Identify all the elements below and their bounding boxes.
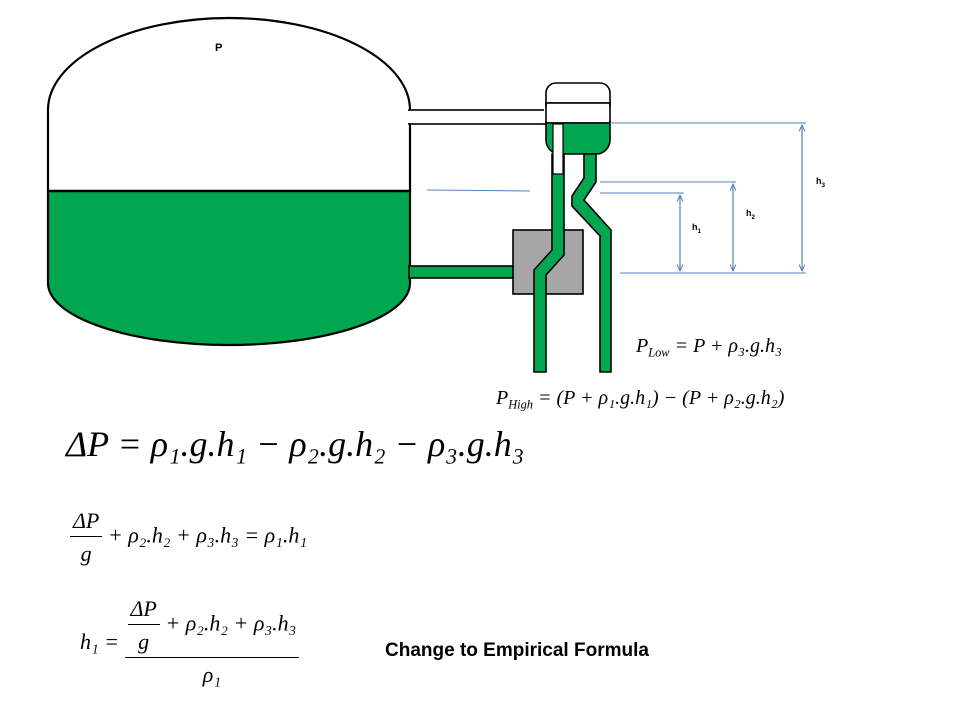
seal-pot	[544, 82, 612, 155]
empirical-formula-note: Change to Empirical Formula	[385, 640, 649, 661]
high-side-tube	[571, 153, 612, 373]
h2-label: h2	[746, 208, 756, 221]
vessel-outline	[46, 16, 412, 347]
h3-label: h3	[816, 176, 826, 189]
height-arrows	[680, 125, 802, 271]
p-high-equation: PHigh = (P + ρ₁.g.h₁) − (P + ρ₂.g.h₂)	[496, 387, 785, 412]
vessel-pressure-label: P	[215, 42, 223, 54]
h1-solution-equation: h₁ = ΔP g + ρ₂.h₂ + ρ₃.h₃ ρ₁	[80, 598, 300, 686]
rearranged-equation: ΔP g + ρ₂.h₂ + ρ₃.h₃ = ρ₁.h₁	[70, 510, 307, 565]
vessel-liquid	[48, 192, 410, 345]
delta-p-equation: ΔP = ρ₁.g.h₁ − ρ₂.g.h₂ − ρ₃.g.h₃	[66, 424, 525, 464]
p-low-equation: PLow = P + ρ₃.g.h₃	[636, 335, 782, 360]
upper-impulse-line	[408, 109, 547, 125]
reference-lines	[426, 122, 806, 274]
vessel	[46, 16, 412, 347]
low-side-tube	[533, 123, 565, 373]
h1-label: h1	[692, 222, 702, 235]
